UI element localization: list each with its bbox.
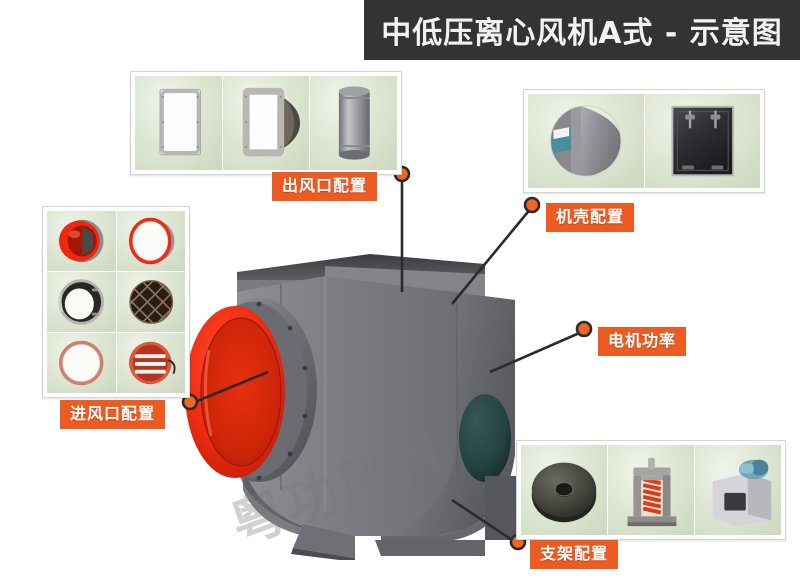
label-inlet[interactable]: 进风口配置	[60, 400, 166, 430]
thumb-casing-cutaway-view[interactable]	[528, 94, 644, 188]
thumb-mesh-guard-inlet[interactable]	[116, 272, 185, 332]
panel-casing[interactable]	[523, 89, 765, 193]
label-casing[interactable]: 机壳配置	[546, 203, 635, 233]
thumb-fan-base-assembly[interactable]	[695, 445, 781, 535]
thumb-rubber-damper-pad[interactable]	[521, 445, 607, 535]
thumb-red-ring-inlet-flange[interactable]	[116, 211, 185, 271]
thumb-spring-vibration-isolator[interactable]	[608, 445, 694, 535]
label-motor[interactable]: 电机功率	[598, 327, 687, 357]
label-support[interactable]: 支架配置	[530, 540, 619, 570]
panel-inlet[interactable]	[42, 206, 190, 398]
centrifugal-fan-illustration	[185, 254, 525, 560]
label-inlet-text: 进风口配置	[70, 404, 156, 423]
panel-outlet[interactable]	[130, 71, 402, 175]
label-casing-text: 机壳配置	[556, 207, 625, 226]
thumb-red-bellmouth-inlet[interactable]	[47, 211, 116, 271]
thumb-inspection-access-door[interactable]	[644, 94, 760, 188]
panel-support[interactable]	[516, 440, 786, 540]
title-banner: 中低压离心风机A式 - 示意图	[364, 0, 800, 60]
thumb-plain-ring-inlet[interactable]	[47, 333, 116, 393]
connector-dot-casing	[523, 196, 541, 214]
thumb-louver-damper-inlet[interactable]	[116, 333, 185, 393]
thumb-steel-collar-inlet[interactable]	[47, 272, 116, 332]
label-support-text: 支架配置	[540, 544, 609, 563]
thumb-cylindrical-outlet-duct[interactable]	[310, 76, 397, 170]
thumb-rectangular-flange-frame[interactable]	[135, 76, 222, 170]
label-outlet-text: 出风口配置	[282, 176, 368, 195]
label-outlet[interactable]: 出风口配置	[272, 172, 378, 202]
connector-dot-motor	[575, 320, 593, 338]
thumb-rectangular-flange-with-duct[interactable]	[222, 76, 310, 170]
page-title: 中低压离心风机A式 - 示意图	[381, 16, 783, 51]
label-motor-text: 电机功率	[608, 331, 677, 350]
